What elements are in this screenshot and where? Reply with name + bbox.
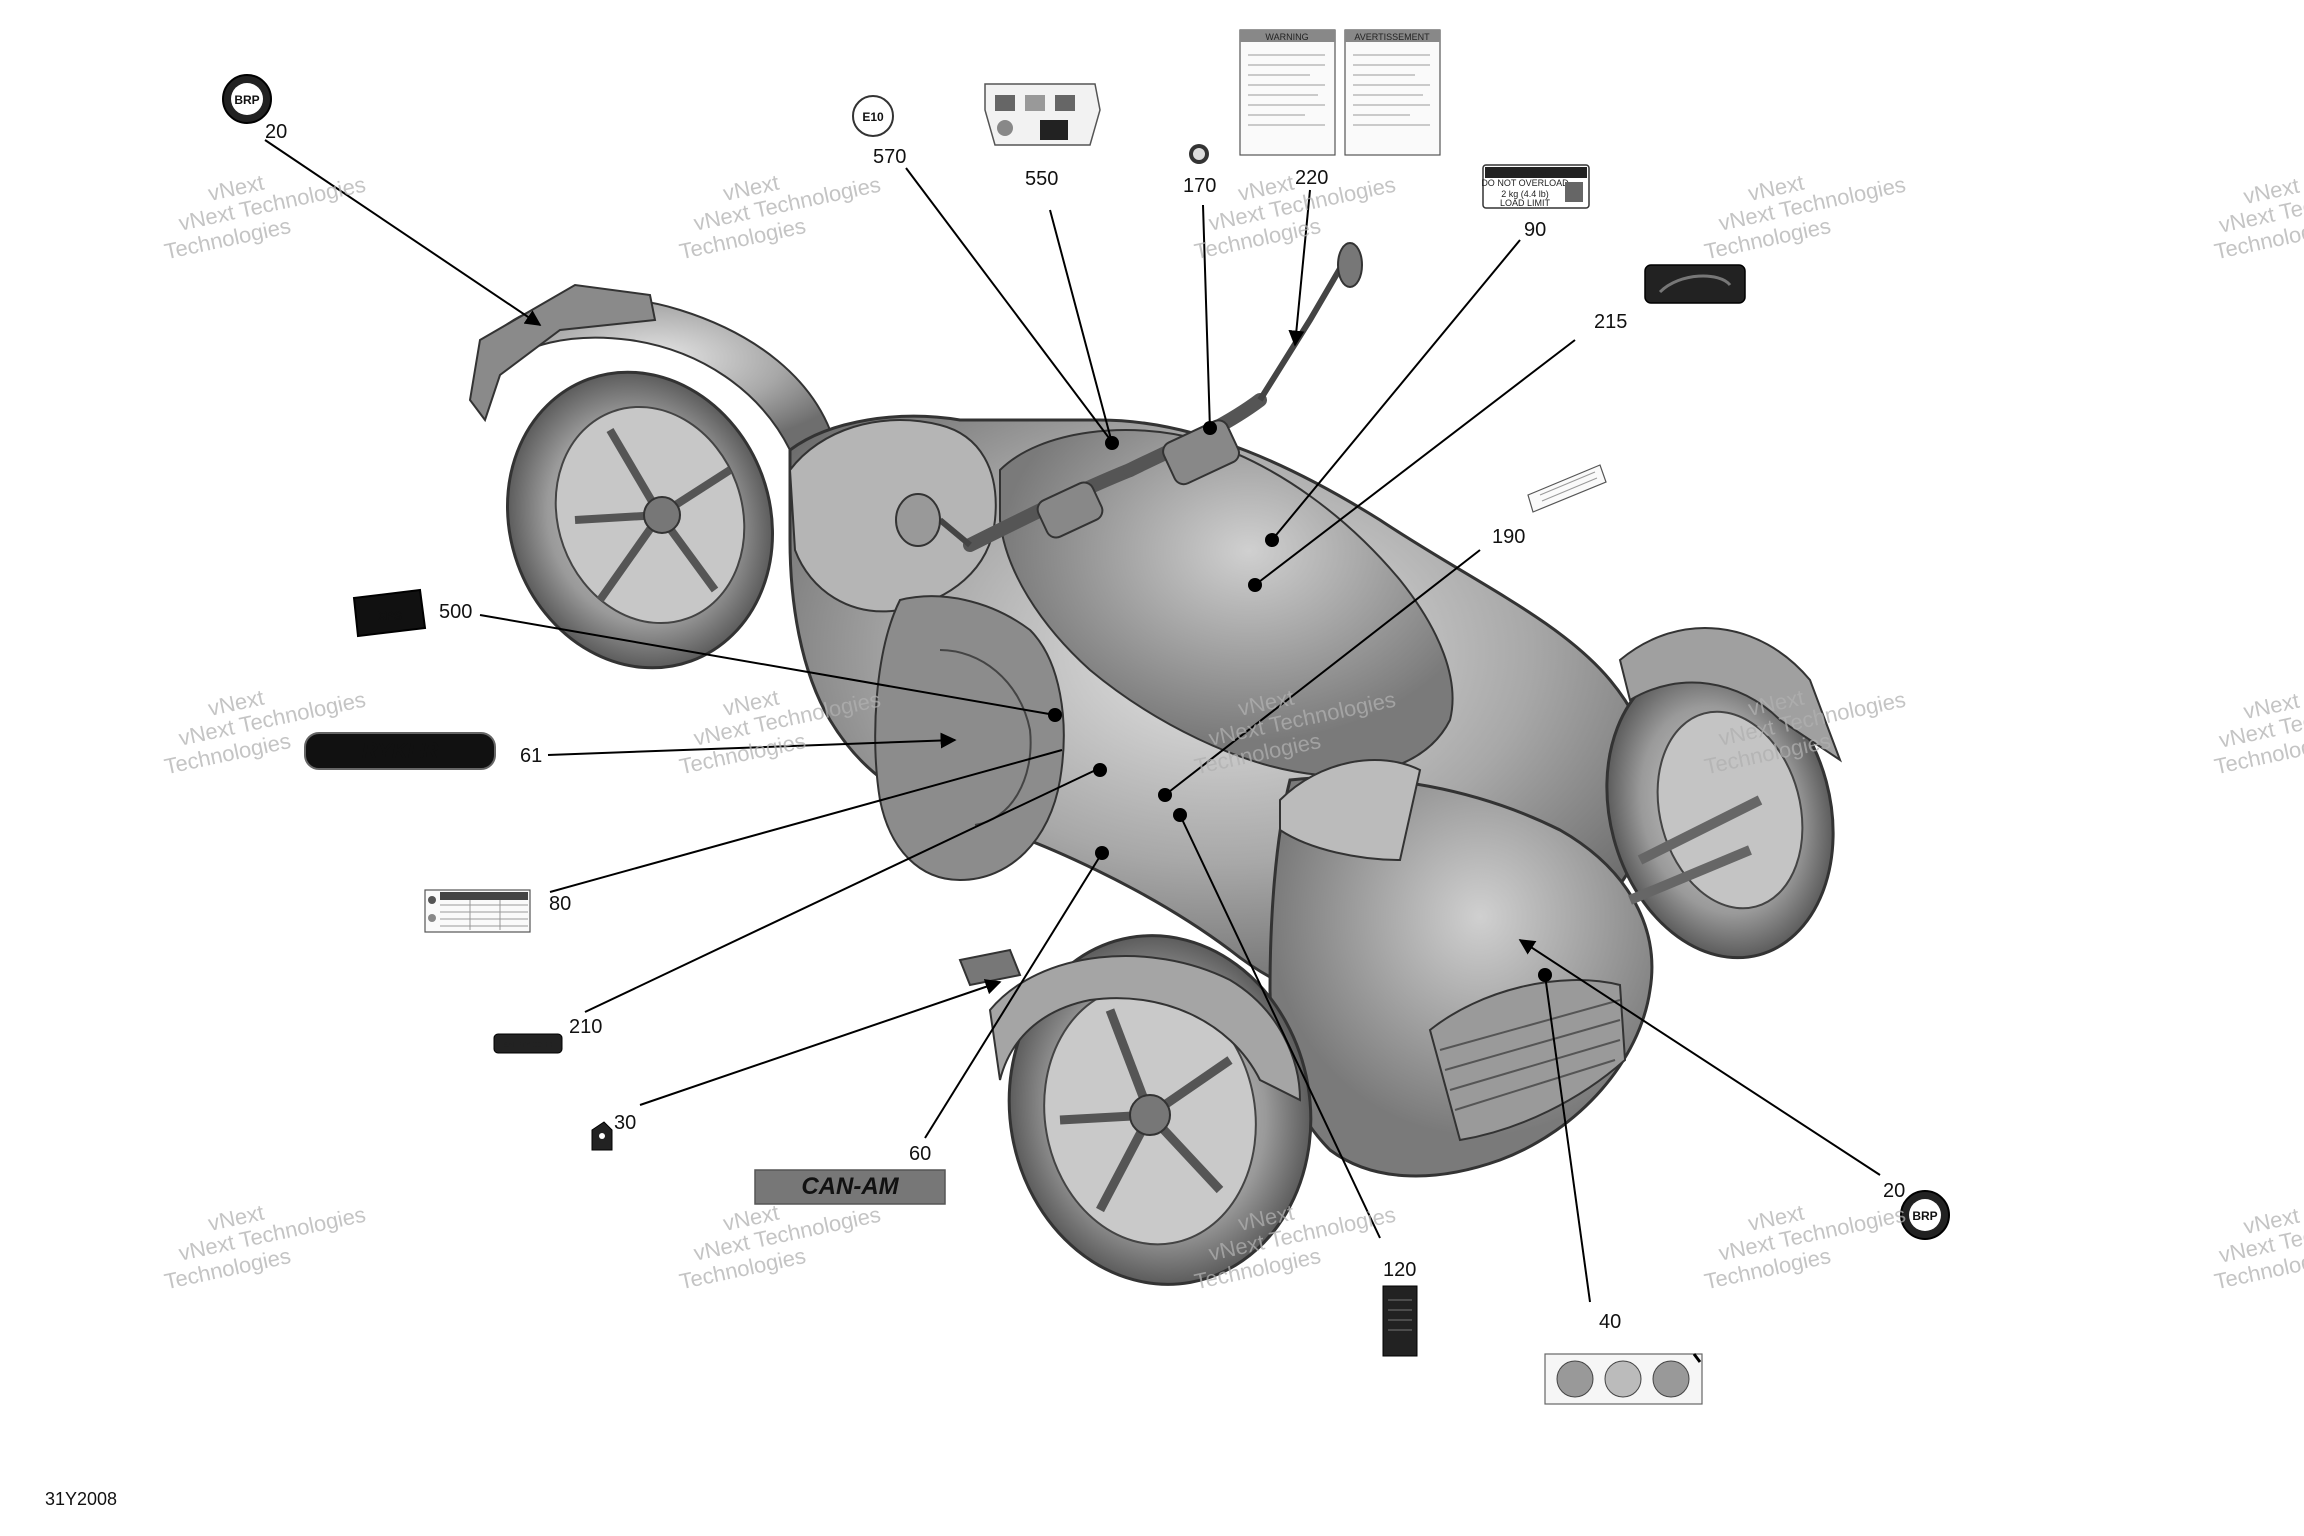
decal-brp-logo-small xyxy=(1189,144,1209,164)
svg-text:AVERTISSEMENT: AVERTISSEMENT xyxy=(1354,32,1430,42)
front-grille xyxy=(1428,979,1627,1142)
side-panel xyxy=(874,595,1065,882)
callout-20-bottom: 20 xyxy=(1883,1180,1905,1202)
callout-60: 60 xyxy=(909,1143,931,1165)
decal-brp-logo-bottom: BRP xyxy=(1900,1190,1950,1240)
svg-text:CAN-AM: CAN-AM xyxy=(801,1173,899,1200)
decal-xps: XPS xyxy=(352,588,427,638)
decal-220-warning-sheets: WARNING AVERTISSEMENT xyxy=(1239,29,1441,156)
callout-20-top: 20 xyxy=(265,121,287,143)
svg-text:WARNING: WARNING xyxy=(1265,32,1308,42)
callout-500: 500 xyxy=(439,601,472,623)
callout-30: 30 xyxy=(614,1112,636,1134)
callout-190: 190 xyxy=(1492,526,1525,548)
svg-text:RYKER: RYKER xyxy=(362,738,439,763)
decal-80-table xyxy=(424,889,531,933)
svg-text:2 kg (4.4 lb): 2 kg (4.4 lb) xyxy=(1501,189,1549,199)
rear-tail xyxy=(468,283,657,423)
vehicle-illustration xyxy=(468,242,1843,1286)
svg-text:E10: E10 xyxy=(862,110,884,124)
decal-215-badge xyxy=(1644,264,1746,304)
leader-lines xyxy=(264,139,1881,1303)
decal-30-tag xyxy=(591,1121,613,1151)
callout-570: 570 xyxy=(873,146,906,168)
decal-90-load-warning: WARNING DO NOT OVERLOAD 2 kg (4.4 lb) LO… xyxy=(1481,164,1590,209)
decal-190-label xyxy=(1527,464,1607,513)
callout-210: 210 xyxy=(569,1016,602,1038)
svg-text:BRP: BRP xyxy=(234,93,259,107)
callout-61: 61 xyxy=(520,745,542,767)
svg-text:SAFETY CORD: SAFETY CORD xyxy=(503,1042,553,1049)
decal-120-label xyxy=(1382,1285,1418,1357)
svg-text:DO NOT OVERLOAD: DO NOT OVERLOAD xyxy=(1481,178,1569,188)
decal-e10: E10 xyxy=(852,95,894,137)
svg-text:WARNING: WARNING xyxy=(1508,168,1551,178)
decal-210-safety: SAFETY CORD xyxy=(493,1033,563,1054)
decal-brp-logo-top: BRP xyxy=(222,74,272,124)
svg-text:LOAD LIMIT: LOAD LIMIT xyxy=(1500,198,1551,208)
leader-dots xyxy=(1048,421,1552,982)
svg-text:BRP: BRP xyxy=(1912,1209,1937,1223)
callout-215: 215 xyxy=(1594,311,1627,333)
decal-550 xyxy=(984,83,1101,146)
callout-labels: 20 570 550 170 220 90 215 190 500 61 80 … xyxy=(265,121,1905,1333)
callout-170: 170 xyxy=(1183,175,1216,197)
callout-80: 80 xyxy=(549,893,571,915)
drawing-reference: 31Y2008 xyxy=(45,1489,117,1509)
callout-120: 120 xyxy=(1383,1259,1416,1281)
callout-220: 220 xyxy=(1295,167,1328,189)
decal-ryker: RYKER xyxy=(304,732,496,770)
callout-550: 550 xyxy=(1025,168,1058,190)
seat xyxy=(788,419,997,613)
callout-90: 90 xyxy=(1524,219,1546,241)
decal-40-icons xyxy=(1544,1353,1703,1405)
decal-canam-strip: CAN-AM xyxy=(754,1169,946,1205)
svg-text:XPS: XPS xyxy=(378,609,402,623)
callout-40: 40 xyxy=(1599,1311,1621,1333)
